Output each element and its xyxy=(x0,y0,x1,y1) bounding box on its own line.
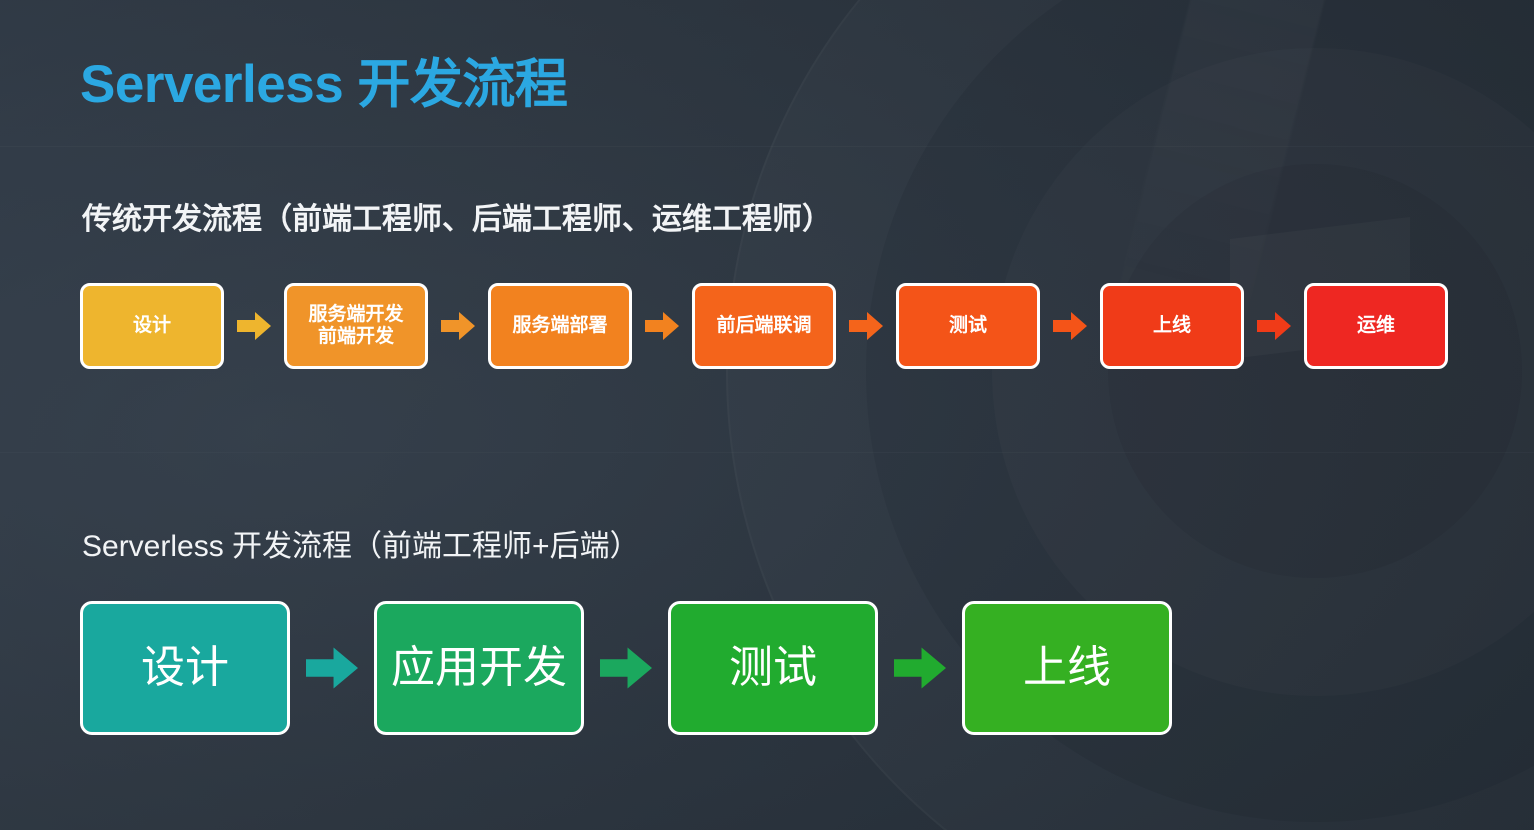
flow-node-label: 设计 xyxy=(132,314,171,336)
flow-node-traditional-1[interactable]: 设计 xyxy=(80,283,224,369)
flow-arrow-icon xyxy=(894,646,946,690)
traditional-flow-diagram: 设计 服务端开发前端开发 服务端部署 前后端联调 测试 上线 运维 xyxy=(80,283,1448,369)
flow-node-label: 设计 xyxy=(141,643,229,693)
flow-node-traditional-6[interactable]: 上线 xyxy=(1100,283,1244,369)
flow-arrow-icon xyxy=(849,311,883,341)
flow-node-traditional-2[interactable]: 服务端开发前端开发 xyxy=(284,283,428,369)
flow-node-serverless-3[interactable]: 测试 xyxy=(668,601,878,735)
traditional-flow-heading: 传统开发流程（前端工程师、后端工程师、运维工程师） xyxy=(82,203,832,236)
flow-node-label: 应用开发 xyxy=(391,643,567,693)
flow-node-traditional-3[interactable]: 服务端部署 xyxy=(488,283,632,369)
serverless-flow-heading: Serverless 开发流程（前端工程师+后端） xyxy=(82,530,640,563)
flow-node-label: 运维 xyxy=(1356,314,1395,336)
flow-arrow-icon xyxy=(237,311,271,341)
flow-arrow-icon xyxy=(645,311,679,341)
flow-node-label: 服务端开发前端开发 xyxy=(308,303,404,347)
flow-node-label: 测试 xyxy=(729,643,817,693)
flow-node-serverless-2[interactable]: 应用开发 xyxy=(374,601,584,735)
serverless-flow-diagram: 设计 应用开发 测试 上线 xyxy=(80,601,1172,735)
flow-node-label: 上线 xyxy=(1023,643,1111,693)
flow-arrow-icon xyxy=(306,646,358,690)
page-title: Serverless 开发流程 xyxy=(80,55,568,114)
flow-node-label: 上线 xyxy=(1152,314,1191,336)
flow-node-traditional-4[interactable]: 前后端联调 xyxy=(692,283,836,369)
flow-node-serverless-4[interactable]: 上线 xyxy=(962,601,1172,735)
flow-node-serverless-1[interactable]: 设计 xyxy=(80,601,290,735)
flow-node-traditional-5[interactable]: 测试 xyxy=(896,283,1040,369)
flow-node-label: 前后端联调 xyxy=(716,314,812,336)
flow-arrow-icon xyxy=(441,311,475,341)
flow-node-traditional-7[interactable]: 运维 xyxy=(1304,283,1448,369)
flow-node-label: 测试 xyxy=(948,314,987,336)
flow-arrow-icon xyxy=(600,646,652,690)
flow-arrow-icon xyxy=(1257,311,1291,341)
flow-arrow-icon xyxy=(1053,311,1087,341)
flow-node-label: 服务端部署 xyxy=(512,314,608,336)
